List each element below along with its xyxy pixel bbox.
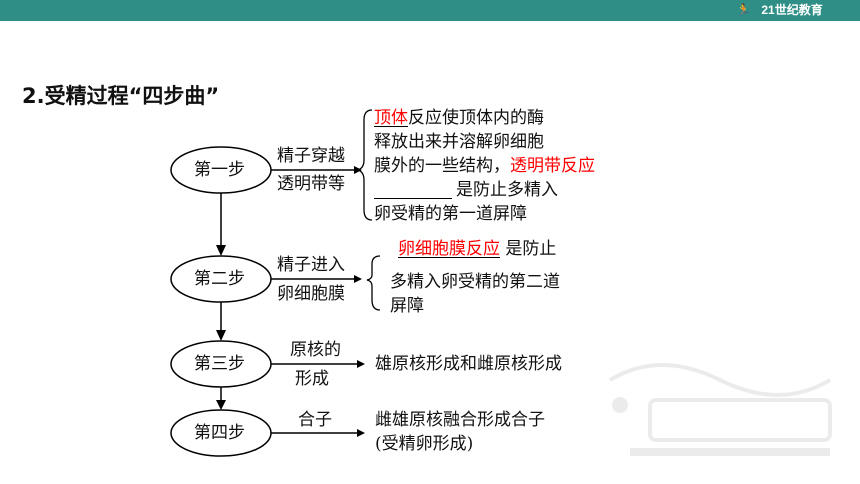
- step-4-label: 第四步: [194, 423, 245, 443]
- right-arrow-3: [357, 360, 365, 368]
- answer-blank-line: [374, 198, 452, 199]
- right-arrow-2: [354, 275, 362, 283]
- step-3-arrow-bottom: 形成: [295, 369, 329, 389]
- step-4-detail-line-1: 雌雄原核融合形成合子: [375, 410, 545, 430]
- step-1-arrow-top: 精子穿越: [277, 146, 345, 166]
- step-3-arrow-top: 原核的: [290, 340, 341, 360]
- step-2-arrow-top: 精子进入: [277, 255, 345, 275]
- answer-zona-reaction: 透明带反应: [510, 156, 595, 176]
- step-1-detail-line-3: 膜外的一些结构，透明带反应: [374, 156, 595, 176]
- step-1-label: 第一步: [194, 160, 245, 180]
- step-1-detail-line-1: 顶体反应使顶体内的酶: [374, 108, 544, 128]
- runner-logo-icon: 🏃: [736, 3, 751, 17]
- step-4-detail-line-2: (受精卵形成): [375, 434, 474, 454]
- down-arrow-3: [216, 400, 226, 410]
- answer-membrane-reaction: 卵细胞膜反应: [398, 239, 500, 259]
- logo-text: 21世纪教育: [761, 3, 823, 17]
- watermark-logo-icon: [608, 363, 832, 456]
- brace-step-1: [355, 109, 373, 221]
- step-2-detail-line-1: 卵细胞膜反应 是防止: [398, 239, 557, 259]
- header-bar: [0, 0, 860, 21]
- brand-logo: 🏃 21世纪教育: [736, 2, 848, 19]
- step-2-label: 第二步: [194, 269, 245, 289]
- step-2-detail-line-2: 多精入卵受精的第二道: [390, 272, 560, 292]
- answer-acrosome: 顶体: [374, 108, 408, 128]
- brace-step-2: [366, 255, 381, 311]
- right-arrow-4: [357, 429, 365, 437]
- down-arrow-2: [216, 330, 226, 341]
- step-1-arrow-bottom: 透明带等: [277, 174, 345, 194]
- step-3-detail: 雄原核形成和雌原核形成: [375, 354, 562, 374]
- step-1-detail-line-4: 是防止多精入: [456, 180, 558, 200]
- step-1-detail-line-5: 卵受精的第一道屏障: [374, 204, 527, 224]
- down-arrow-1: [216, 245, 226, 256]
- slide-title: 2.受精过程“四步曲”: [22, 84, 220, 108]
- step-2-arrow-bottom: 卵细胞膜: [277, 284, 345, 304]
- step-2-detail-line-3: 屏障: [390, 296, 424, 316]
- step-4-arrow-top: 合子: [298, 410, 332, 430]
- step-1-detail-line-2: 释放出来并溶解卵细胞: [374, 132, 544, 152]
- step-3-label: 第三步: [194, 354, 245, 374]
